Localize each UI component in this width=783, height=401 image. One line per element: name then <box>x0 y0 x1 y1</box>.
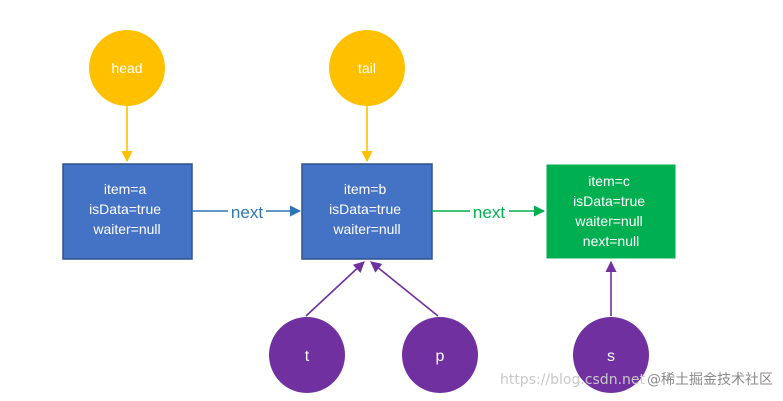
head-pointer: head <box>89 30 165 106</box>
node-b-waiter: waiter=null <box>332 221 400 237</box>
svg-text:item=b isData=true: item=b isData=true waiter=null <box>329 181 405 237</box>
node-a-waiter: waiter=null <box>92 221 160 237</box>
node-c-isdata: isData=true <box>573 193 645 209</box>
t-arrow <box>305 261 365 317</box>
node-b-isdata: isData=true <box>329 201 401 217</box>
node-a-isdata: isData=true <box>89 201 161 217</box>
node-a-item: item=a <box>104 181 147 197</box>
node-a: item=a isData=true waiter=null <box>62 163 193 260</box>
node-b: item=b isData=true waiter=null <box>301 163 433 260</box>
watermark: https://blog.csdn.net@稀土掘金技术社区 <box>500 369 773 389</box>
p-label: p <box>436 348 445 365</box>
edge-a-b: next <box>192 203 302 222</box>
tail-pointer: tail <box>329 30 405 106</box>
node-b-item: item=b <box>344 181 387 197</box>
svg-text:item=a isData=true: item=a isData=true waiter=null <box>89 181 165 237</box>
s-pointer: s <box>573 317 649 393</box>
edge-b-c-label: next <box>473 203 505 222</box>
t-pointer: t <box>269 317 345 393</box>
p-arrow <box>370 261 439 317</box>
s-label: s <box>607 348 615 365</box>
edge-b-c: next <box>432 203 546 222</box>
edge-a-b-label: next <box>231 203 263 222</box>
head-label: head <box>111 60 142 76</box>
t-label: t <box>305 348 310 365</box>
watermark-site: @稀土掘金技术社区 <box>647 372 773 388</box>
node-c-next: next=null <box>583 233 639 249</box>
watermark-url: https://blog.csdn.net <box>499 372 645 388</box>
node-c-item: item=c <box>588 173 630 189</box>
p-pointer: p <box>402 317 478 393</box>
node-c-waiter: waiter=null <box>574 213 642 229</box>
tail-label: tail <box>358 60 376 76</box>
node-c: item=c isData=true waiter=null next=null <box>545 163 677 260</box>
svg-text:item=c isData=true: item=c isData=true waiter=null next=null <box>573 173 649 249</box>
